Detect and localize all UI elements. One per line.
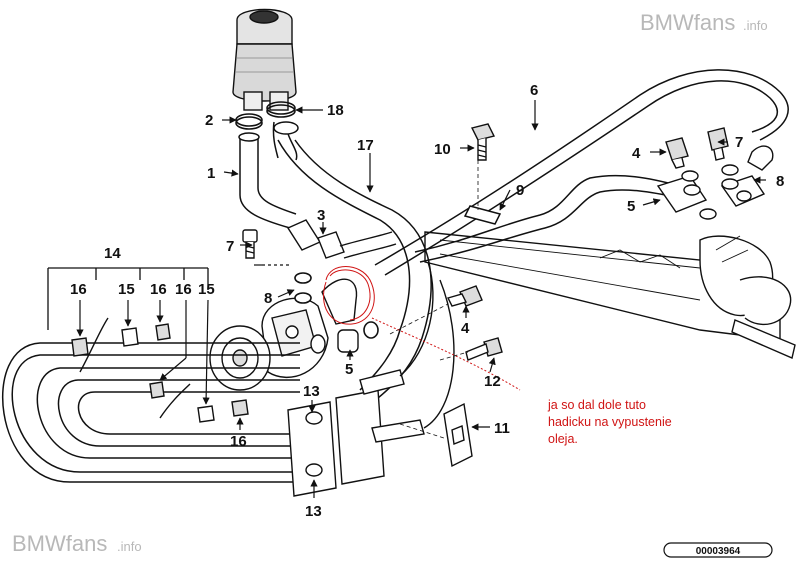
watermark-bottom-text: BMWfans: [12, 531, 107, 556]
label-2: 2: [205, 112, 213, 129]
label-7-right: 7: [735, 134, 743, 151]
label-16-d: 16: [230, 433, 247, 450]
label-3: 3: [317, 207, 325, 224]
fittings-rack-end: [656, 127, 774, 220]
label-8-right: 8: [776, 173, 784, 190]
part-labels: 2 18 1 17 3 10 6 9 4 7 5 8 7 8 5 4 12 11…: [70, 82, 784, 520]
fitting-3: [286, 219, 397, 259]
label-4-right: 4: [632, 145, 641, 162]
label-1: 1: [207, 165, 215, 182]
label-15-b: 15: [198, 281, 215, 298]
label-13-top: 13: [303, 383, 320, 400]
steering-pump: [209, 297, 329, 391]
cooler-connector: [287, 261, 455, 497]
label-6: 6: [530, 82, 538, 99]
bolt-12: [465, 337, 503, 361]
red-circle-annotation: [323, 266, 375, 325]
label-14-bracket: [47, 267, 209, 330]
washers-8-pump: [294, 272, 379, 339]
fasteners-14-group: [71, 317, 249, 423]
fitting-5-pump: [310, 278, 359, 354]
oil-cooler: [1, 342, 300, 483]
hose-clamp-2: [235, 113, 263, 130]
hose-1: [238, 132, 297, 229]
label-9: 9: [516, 182, 524, 199]
diagram-code: 00003964: [696, 546, 741, 557]
annotation-line-2: hadicku na vypustenie: [548, 415, 672, 429]
hose-17: [272, 121, 432, 399]
clip-11: [443, 402, 473, 468]
label-16-a: 16: [70, 281, 87, 298]
label-4-middle: 4: [461, 320, 470, 337]
label-16-b: 16: [150, 281, 167, 298]
watermark-top: BMWfans .info: [640, 10, 768, 35]
bolt-10: [470, 123, 496, 161]
red-markup: [323, 266, 521, 391]
label-15-a: 15: [118, 281, 135, 298]
watermark-bottom: BMWfans .info: [12, 531, 142, 556]
annotation-line-1: ja so dal dole tuto: [547, 398, 646, 412]
watermark-top-suffix: .info: [743, 18, 768, 33]
label-14: 14: [104, 245, 121, 262]
annotation-text: ja so dal dole tuto hadicku na vypusteni…: [547, 398, 672, 446]
label-18: 18: [327, 102, 344, 119]
label-13-bottom: 13: [305, 503, 322, 520]
label-8-left: 8: [264, 290, 272, 307]
banjo-bolt-7-left: [242, 229, 258, 259]
label-12: 12: [484, 373, 501, 390]
annotation-line-3: oleja.: [548, 432, 578, 446]
guide-lines: [389, 160, 479, 439]
label-7-left: 7: [226, 238, 234, 255]
label-5-right: 5: [627, 198, 635, 215]
red-leader-line: [371, 317, 521, 391]
label-16-c: 16: [175, 281, 192, 298]
bolt-4-middle: [446, 285, 483, 307]
label-5-left: 5: [345, 361, 353, 378]
watermark-top-text: BMWfans: [640, 10, 735, 35]
steering-rack: [424, 231, 796, 359]
label-17: 17: [357, 137, 374, 154]
label-11: 11: [494, 420, 510, 437]
leader-lines: [76, 100, 766, 498]
diagram-code-box: 00003964: [663, 542, 773, 558]
watermark-bottom-suffix: .info: [117, 539, 142, 554]
label-10: 10: [434, 141, 451, 158]
reservoir: [232, 8, 297, 111]
hose-9: [414, 174, 681, 263]
hose-clamp-18: [266, 101, 296, 118]
